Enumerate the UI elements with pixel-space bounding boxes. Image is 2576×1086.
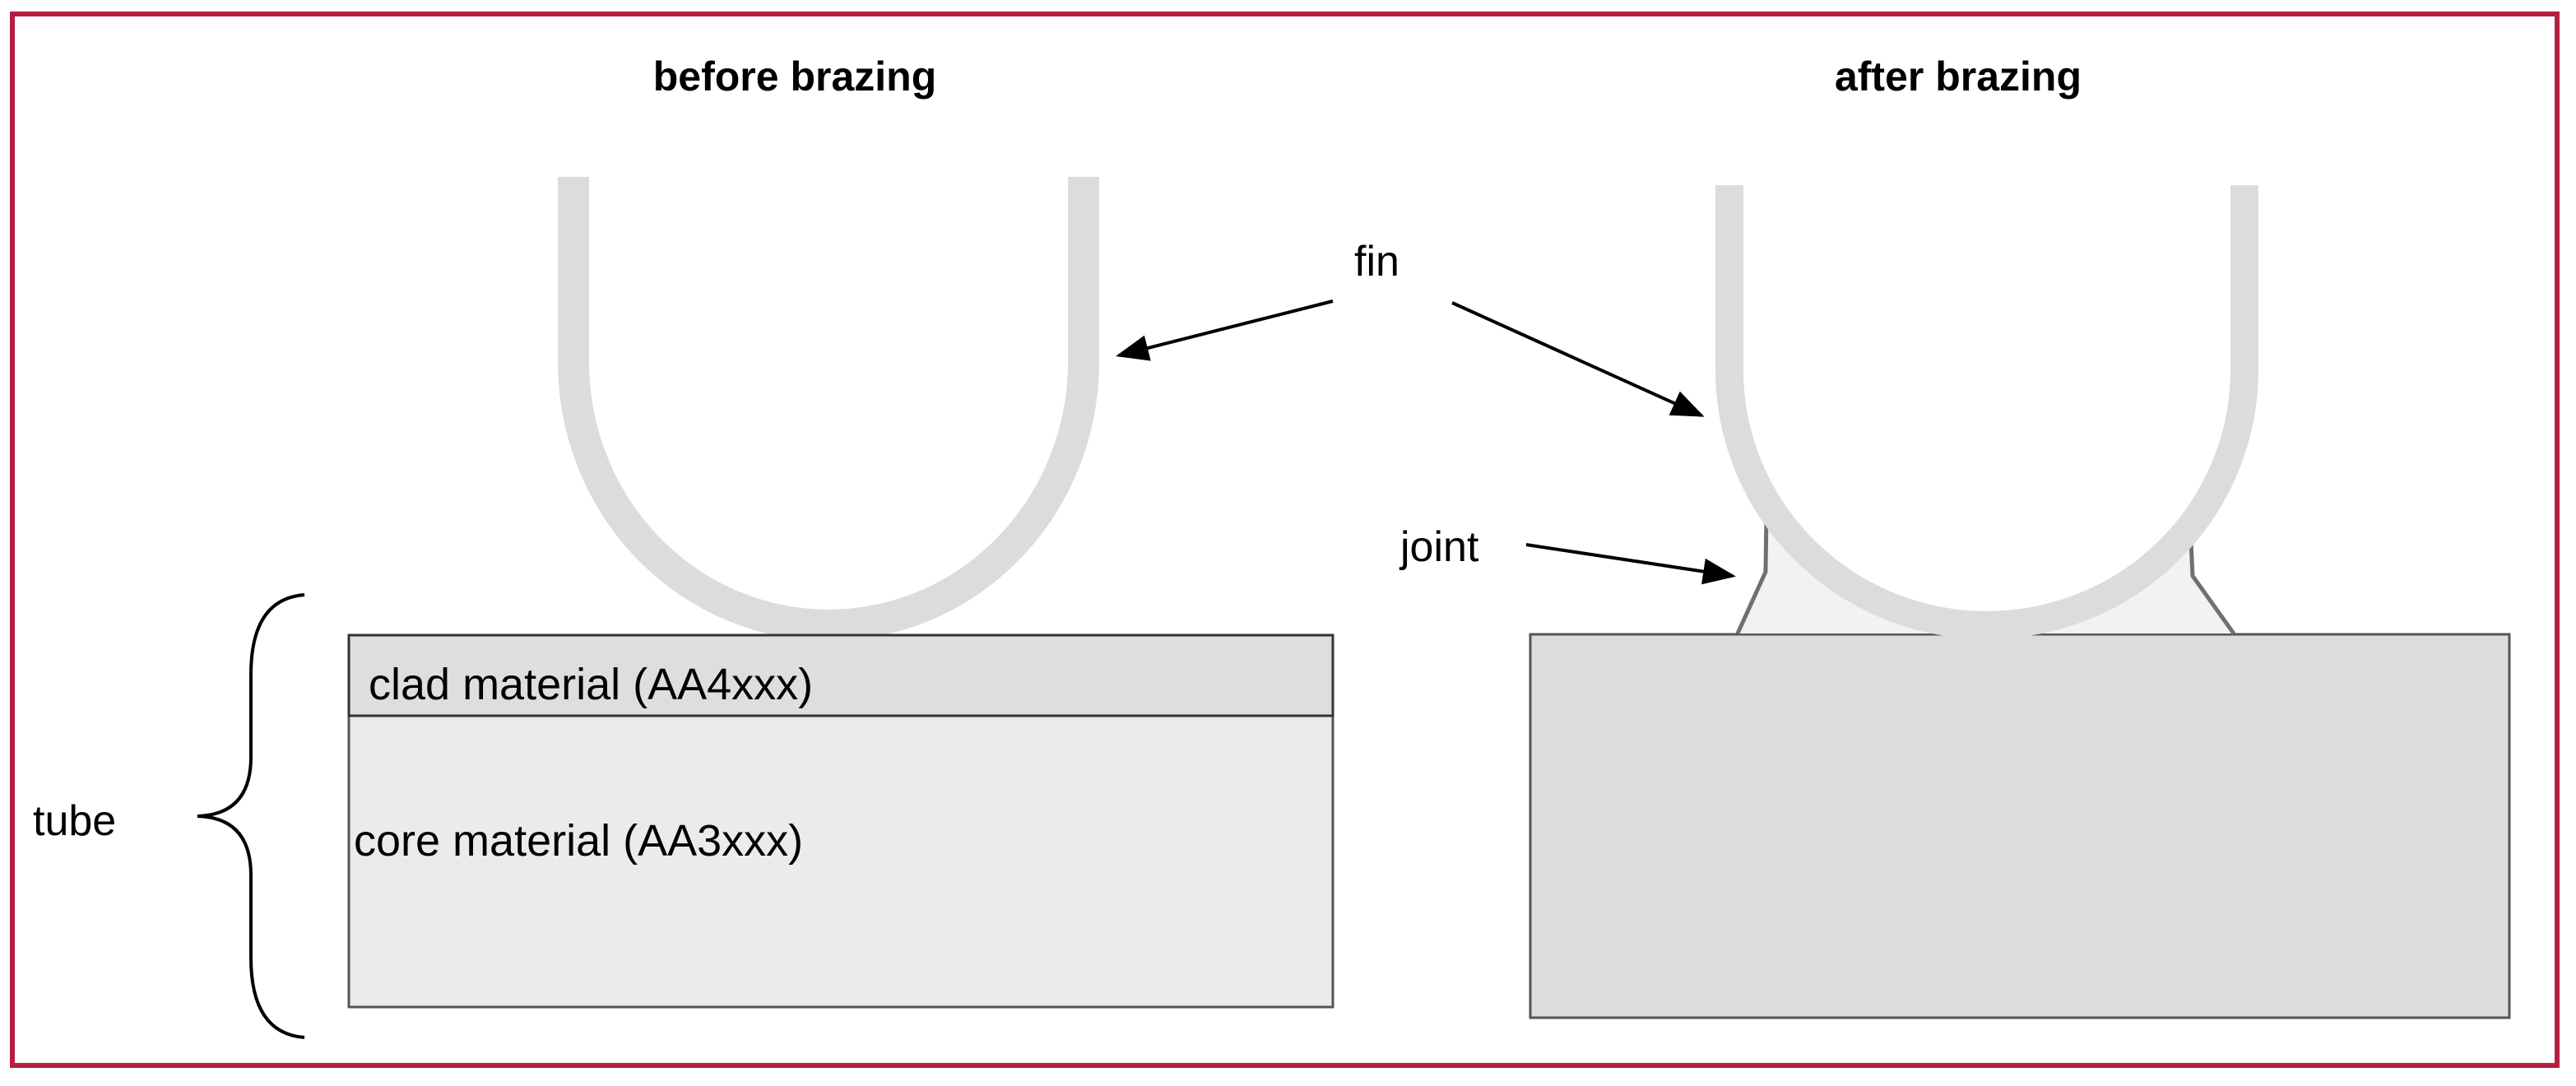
- title-after-brazing: after brazing: [1835, 53, 2082, 100]
- clad-material-label: clad material (AA4xxx): [369, 660, 813, 709]
- clad-material-layer: [347, 634, 1334, 717]
- tube-brace: [197, 593, 305, 1039]
- core-material-layer: [347, 714, 1334, 1009]
- tube-after: [1529, 633, 2511, 1019]
- fin-arrow-left: [1116, 299, 1334, 361]
- fin-arrow-right: [1451, 301, 1705, 417]
- core-material-label: core material (AA3xxx): [354, 816, 803, 866]
- fin-before: [558, 177, 1099, 641]
- title-before-brazing: before brazing: [653, 53, 936, 100]
- tube-label: tube: [33, 797, 116, 845]
- fin-label: fin: [1354, 238, 1399, 285]
- fin-after: [1715, 185, 2258, 639]
- joint-label: joint: [1399, 523, 1479, 571]
- joint-arrow: [1525, 543, 1736, 585]
- joint-edge-left: [1735, 513, 1769, 635]
